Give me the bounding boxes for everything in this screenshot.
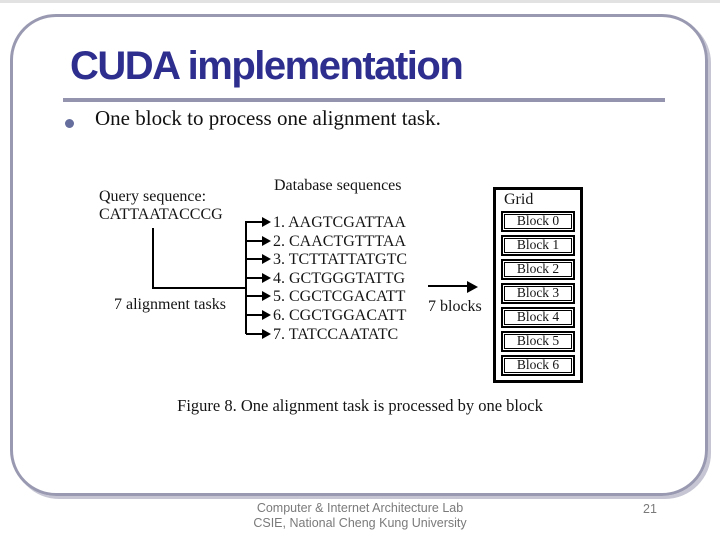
title-underline <box>63 98 665 102</box>
sequence-item: 1. AAGTCGATTAA <box>273 214 406 231</box>
fan-arrow-shaft <box>246 221 263 223</box>
grid-block: Block 0 <box>501 211 575 232</box>
bullet-icon <box>65 119 74 128</box>
query-label: Query sequence: <box>99 188 207 205</box>
fan-arrow-head <box>262 291 271 302</box>
sequence-item: 7. TATCCAATATC <box>273 325 399 343</box>
sequence-item: 6. CGCTGGACATT <box>273 307 407 324</box>
grid-block-label: Block 6 <box>504 358 572 373</box>
fan-arrow-shaft <box>246 295 263 298</box>
query-connector-vertical-line <box>152 228 154 289</box>
grid-block-label: Block 0 <box>504 214 572 229</box>
fan-arrow-shaft <box>246 332 263 335</box>
sequence-item: 5. CGCTCGACATT <box>273 288 406 306</box>
sequence-item: 3. TCTTATTATGTC <box>273 251 408 269</box>
grid-block: Block 4 <box>501 307 575 328</box>
fan-arrow-shaft <box>246 314 263 316</box>
grid-block-label: Block 5 <box>504 334 572 349</box>
grid-block-label: Block 2 <box>504 262 572 277</box>
query-connector-horizontal-line <box>152 287 247 289</box>
grid-block-label: Block 3 <box>504 286 572 301</box>
sequence-item: 2. CAACTGTTTAA <box>273 232 406 250</box>
window-top-edge <box>0 0 720 3</box>
blocks-arrow-shaft <box>428 285 468 287</box>
figure-caption: Figure 8. One alignment task is processe… <box>177 396 543 415</box>
page-number: 21 <box>643 502 657 516</box>
grid-box: Grid Block 0 Block 1 Block 2 Block 3 Block 4… <box>493 187 583 383</box>
blocks-count-label: 7 blocks <box>428 298 482 315</box>
sequence-item: 4. GCTGGGTATTG <box>273 269 406 287</box>
footer: Computer & Internet Architecture Lab CSI… <box>0 501 720 531</box>
fan-arrow-head <box>262 235 271 246</box>
grid-block-label: Block 1 <box>504 238 572 253</box>
blocks-arrow-head <box>467 281 478 293</box>
fan-arrow-head <box>262 328 271 339</box>
query-sequence-text: Query sequence: CATTAATACCCG <box>99 188 223 224</box>
grid-label: Grid <box>504 191 534 208</box>
block-list: Block 0 Block 1 Block 2 Block 3 Block 4 Block… <box>501 211 575 376</box>
slide-title: CUDA implementation <box>70 44 464 88</box>
fan-arrow-shaft <box>246 258 263 261</box>
bullet-text: One block to process one alignment task. <box>95 106 441 130</box>
query-sequence: CATTAATACCCG <box>99 206 223 223</box>
grid-block: Block 6 <box>501 355 575 376</box>
fan-arrow-head <box>262 254 271 265</box>
fan-arrow-head <box>262 272 271 283</box>
grid-block: Block 5 <box>501 331 575 352</box>
grid-block: Block 3 <box>501 283 575 304</box>
footer-line1: Computer & Internet Architecture Lab <box>256 501 464 515</box>
database-sequences-heading: Database sequences <box>274 177 402 194</box>
fan-arrow-shaft <box>246 276 263 279</box>
fan-arrow-head <box>262 217 271 227</box>
alignment-tasks-label: 7 alignment tasks <box>114 296 226 313</box>
grid-block: Block 2 <box>501 259 575 280</box>
footer-line2: CSIE, National Cheng Kung University <box>253 516 467 530</box>
grid-block: Block 1 <box>501 235 575 256</box>
fan-arrow-shaft <box>246 239 263 242</box>
grid-block-label: Block 4 <box>504 310 572 325</box>
fan-arrow-head <box>262 310 271 320</box>
slide-frame-border <box>10 14 708 496</box>
